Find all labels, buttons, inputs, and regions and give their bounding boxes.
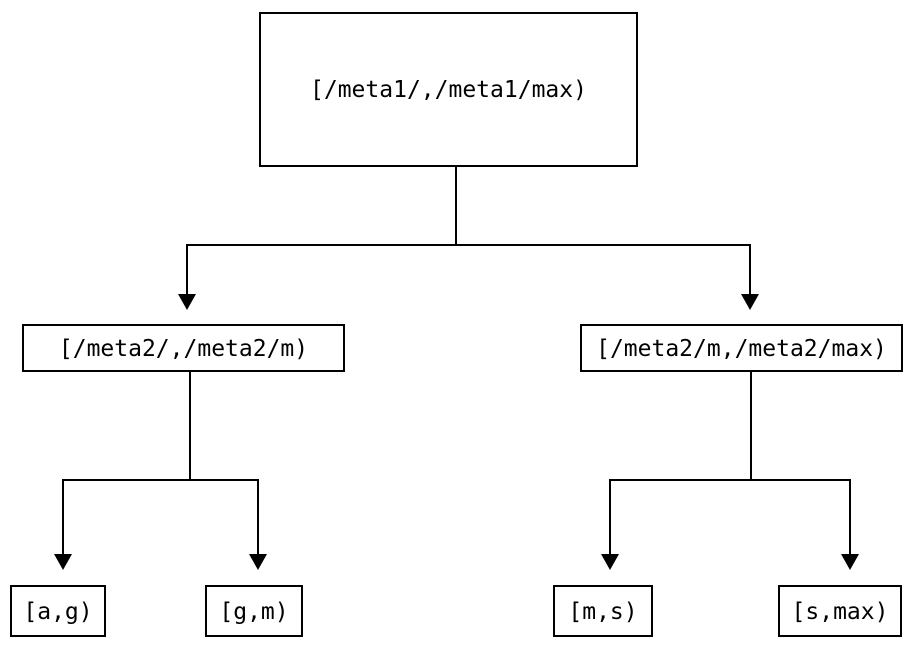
edge-root-to-mid-right — [749, 244, 751, 294]
node-leaf-1[interactable]: [a,g) — [10, 585, 106, 637]
edge-mid-left-to-leaf-1 — [62, 479, 64, 554]
edge-mid-right-to-leaf-4 — [849, 479, 851, 554]
node-leaf-3[interactable]: [m,s) — [553, 585, 653, 637]
edge-left-subtree-bus — [62, 479, 259, 481]
arrowhead-root-to-mid-left — [178, 294, 196, 310]
node-leaf-3-label: [m,s) — [568, 598, 638, 625]
edge-root-to-mid-left — [186, 244, 188, 294]
edge-mid-right-stem — [750, 372, 752, 481]
node-mid-right[interactable]: [/meta2/m,/meta2/max) — [580, 324, 903, 372]
edge-mid-left-stem — [189, 372, 191, 481]
arrowhead-mid-right-to-leaf-4 — [841, 554, 859, 570]
edge-level1-bus — [186, 244, 751, 246]
node-leaf-4-label: [s,max) — [791, 598, 889, 625]
node-leaf-4[interactable]: [s,max) — [778, 585, 902, 637]
edge-right-subtree-bus — [609, 479, 851, 481]
node-root[interactable]: [/meta1/,/meta1/max) — [259, 12, 638, 167]
edge-mid-left-to-leaf-2 — [257, 479, 259, 554]
node-root-label: [/meta1/,/meta1/max) — [310, 77, 587, 103]
node-mid-right-label: [/meta2/m,/meta2/max) — [596, 335, 887, 362]
node-leaf-2[interactable]: [g,m) — [205, 585, 303, 637]
edge-root-stem — [455, 167, 457, 246]
arrowhead-mid-left-to-leaf-2 — [249, 554, 267, 570]
node-leaf-2-label: [g,m) — [219, 598, 289, 625]
node-mid-left[interactable]: [/meta2/,/meta2/m) — [22, 324, 345, 372]
arrowhead-root-to-mid-right — [741, 294, 759, 310]
arrowhead-mid-left-to-leaf-1 — [54, 554, 72, 570]
arrowhead-mid-right-to-leaf-3 — [601, 554, 619, 570]
edge-mid-right-to-leaf-3 — [609, 479, 611, 554]
node-mid-left-label: [/meta2/,/meta2/m) — [58, 335, 309, 362]
node-leaf-1-label: [a,g) — [23, 598, 93, 625]
